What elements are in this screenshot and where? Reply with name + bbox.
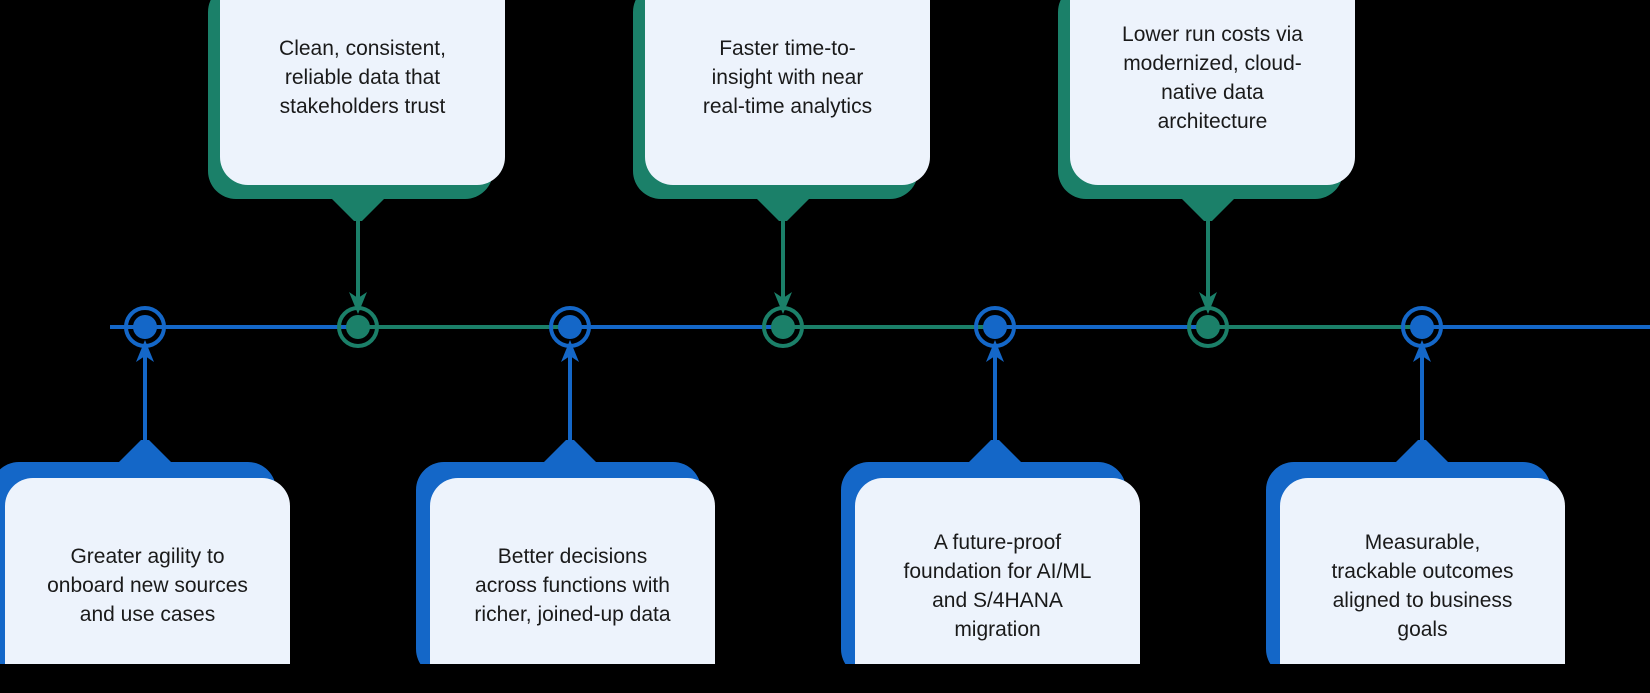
- card-shapes-group: [5, 0, 1565, 664]
- bottom-connector-arrowhead: [136, 340, 154, 362]
- timeline-node-dot[interactable]: [1410, 315, 1434, 339]
- timeline-node-dot[interactable]: [558, 315, 582, 339]
- timeline-node-ring[interactable]: [549, 306, 591, 348]
- timeline-node-dot[interactable]: [983, 315, 1007, 339]
- timeline-node-ring[interactable]: [1401, 306, 1443, 348]
- bottom-connector-arrowhead: [1413, 340, 1431, 362]
- timeline-node-ring[interactable]: [337, 306, 379, 348]
- bottom-card-body[interactable]: [1280, 478, 1565, 664]
- timeline-node-dot[interactable]: [133, 315, 157, 339]
- timeline-node-ring[interactable]: [762, 306, 804, 348]
- timeline-node-ring[interactable]: [1187, 306, 1229, 348]
- bottom-connector-flare: [103, 440, 187, 478]
- bottom-connector-flare: [528, 440, 612, 478]
- timeline-nodes-group: [124, 306, 1443, 348]
- top-connector-arrowhead: [349, 292, 367, 314]
- top-connector-arrowhead: [774, 292, 792, 314]
- bottom-connector-arrowhead: [986, 340, 1004, 362]
- benefits-timeline-diagram: Clean, consistent, reliable data that st…: [0, 0, 1650, 664]
- bottom-connector-flare: [1380, 440, 1464, 478]
- bottom-card-body[interactable]: [855, 478, 1140, 664]
- top-connector-flare: [316, 183, 400, 221]
- bottom-connector-flare: [953, 440, 1037, 478]
- bottom-card-body[interactable]: [5, 478, 290, 664]
- timeline-node-ring[interactable]: [974, 306, 1016, 348]
- top-card-body[interactable]: [1070, 0, 1355, 185]
- timeline-node-ring[interactable]: [124, 306, 166, 348]
- top-card-body[interactable]: [220, 0, 505, 185]
- top-connector-flare: [1166, 183, 1250, 221]
- timeline-node-dot[interactable]: [1196, 315, 1220, 339]
- timeline-node-dot[interactable]: [346, 315, 370, 339]
- bottom-connector-arrowhead: [561, 340, 579, 362]
- timeline-node-dot[interactable]: [771, 315, 795, 339]
- top-connector-arrowhead: [1199, 292, 1217, 314]
- top-connector-flare: [741, 183, 825, 221]
- bottom-card-body[interactable]: [430, 478, 715, 664]
- top-card-body[interactable]: [645, 0, 930, 185]
- diagram-canvas: [0, 0, 1650, 664]
- connector-arrows-group: [103, 183, 1464, 478]
